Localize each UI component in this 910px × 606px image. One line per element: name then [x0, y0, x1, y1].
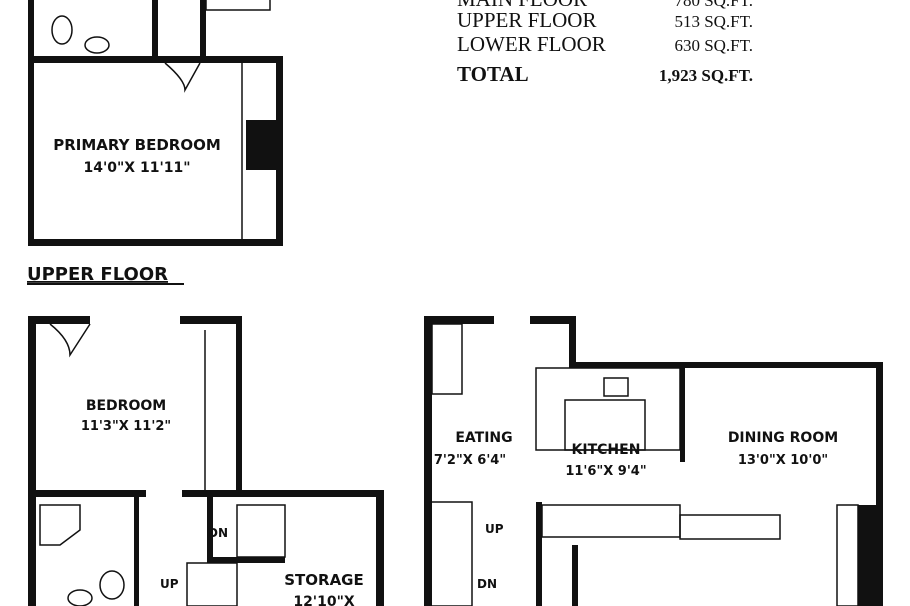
- area-row-value: 630 SQ.FT.: [674, 36, 753, 55]
- room-size-primary-bedroom: 14'0"X 11'11": [83, 160, 190, 176]
- title-underline: [27, 283, 184, 285]
- floor-title-upper: UPPER FLOOR: [27, 264, 168, 285]
- stair-label-up: UP: [485, 522, 504, 536]
- room-name-kitchen: KITCHEN: [572, 442, 641, 458]
- area-table: MAIN FLOOR 780 SQ.FT. UPPER FLOOR 513 SQ…: [457, 0, 753, 86]
- walls: [28, 0, 883, 606]
- area-row-label: LOWER FLOOR: [457, 32, 606, 56]
- room-name-primary-bedroom: PRIMARY BEDROOM: [53, 136, 221, 154]
- fixtures: [39, 0, 859, 606]
- room-name-eating: EATING: [455, 430, 512, 446]
- stair-label-dn: DN: [208, 526, 228, 540]
- area-row-value: 513 SQ.FT.: [674, 12, 753, 31]
- room-name-storage: STORAGE: [284, 571, 364, 589]
- area-row-value: 780 SQ.FT.: [674, 0, 753, 10]
- stair-label-dn: DN: [477, 577, 497, 591]
- room-size-eating: 7'2"X 6'4": [434, 453, 506, 468]
- room-size-bedroom: 11'3"X 11'2": [81, 419, 171, 434]
- room-name-dining-room: DINING ROOM: [728, 430, 838, 446]
- area-total-label: TOTAL: [457, 62, 529, 86]
- area-row-label: UPPER FLOOR: [457, 8, 596, 32]
- room-name-bedroom: BEDROOM: [86, 398, 166, 414]
- room-size-dining-room: 13'0"X 10'0": [738, 453, 828, 468]
- area-row-label: MAIN FLOOR: [457, 0, 587, 11]
- stair-label-up: UP: [160, 577, 179, 591]
- area-total-value: 1,923 SQ.FT.: [659, 66, 753, 85]
- room-size-kitchen: 11'6"X 9'4": [565, 464, 646, 479]
- room-size-storage: 12'10"X: [293, 594, 355, 606]
